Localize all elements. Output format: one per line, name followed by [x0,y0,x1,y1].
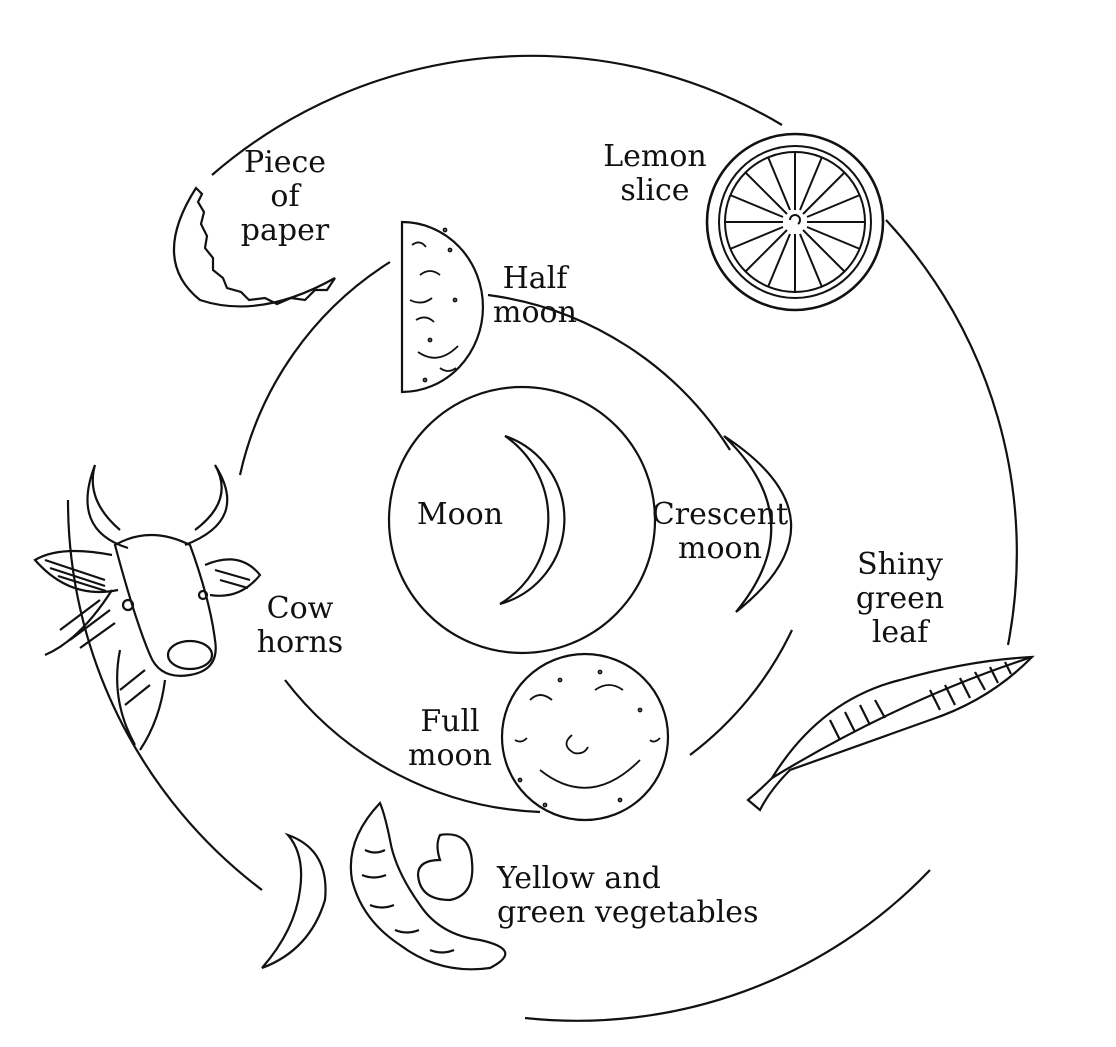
label-piece-of-paper: Piece of paper [230,146,340,248]
half-moon-icon [402,222,483,392]
label-line: Yellow and [497,862,797,896]
label-line: green vegetables [497,896,797,930]
label-line: slice [595,174,715,208]
leaf-icon [748,657,1032,810]
label-line: Lemon [595,140,715,174]
label-full-moon: Full moon [400,705,500,773]
label-line: Shiny [840,548,960,582]
center-label-text: Moon [400,498,520,532]
label-line: horns [245,626,355,660]
label-line: Piece [230,146,340,180]
label-cow-horns: Cow horns [245,592,355,660]
label-shiny-green-leaf: Shiny green leaf [840,548,960,650]
label-line: Full [400,705,500,739]
lemon-slice-icon [707,134,883,310]
label-yellow-green-vegetables: Yellow and green vegetables [497,862,797,930]
label-half-moon: Half moon [490,262,580,330]
label-line: moon [645,532,795,566]
label-crescent-moon: Crescent moon [645,498,795,566]
label-line: moon [400,739,500,773]
label-line: green [840,582,960,616]
label-line: paper [230,214,340,248]
center-label: Moon [400,498,520,532]
label-line: of [230,180,340,214]
label-line: Crescent [645,498,795,532]
label-line: Cow [245,592,355,626]
label-line: Half [490,262,580,296]
full-moon-icon [502,654,668,820]
label-line: moon [490,296,580,330]
kidney-bean-icon [418,834,472,900]
label-line: leaf [840,616,960,650]
label-lemon-slice: Lemon slice [595,140,715,208]
